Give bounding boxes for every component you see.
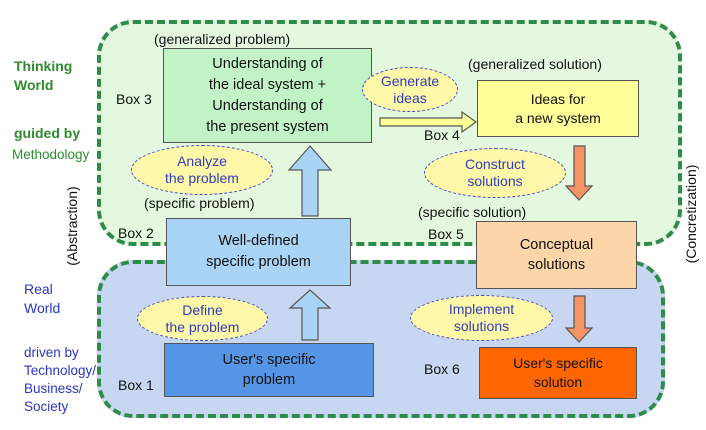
- box1-label: Box 1: [118, 377, 154, 393]
- generalized-problem-caption: (generalized problem): [154, 31, 291, 47]
- implement-solutions-text: Implement solutions: [448, 301, 515, 334]
- box2-well-defined-problem: Well-defined specific problem: [166, 218, 351, 286]
- define-problem-ellipse: Define the problem: [137, 296, 268, 341]
- down-arrow-implement: [564, 295, 594, 343]
- generalized-solution-caption: (generalized solution): [468, 56, 602, 72]
- thinking-world-label: Thinking World: [14, 58, 73, 93]
- box3-label: Box 3: [116, 91, 152, 107]
- box5-conceptual-solutions: Conceptual solutions: [476, 221, 637, 289]
- box6-label: Box 6: [424, 361, 460, 377]
- down-arrow-construct: [564, 145, 594, 201]
- box3-text: Understanding of the ideal system + Unde…: [206, 55, 329, 135]
- box4-text: Ideas for a new system: [515, 90, 601, 126]
- methodology-label: Methodology: [12, 147, 90, 162]
- abstraction-label: (Abstraction): [64, 186, 80, 266]
- driven-by-label: driven by Technology/ Business/ Society: [24, 345, 97, 414]
- implement-solutions-ellipse: Implement solutions: [410, 295, 553, 341]
- up-arrow-analyze: [287, 145, 333, 217]
- box2-label: Box 2: [118, 225, 154, 241]
- guided-by-label: guided by: [14, 125, 81, 141]
- construct-solutions-text: Construct solutions: [465, 156, 525, 189]
- analyze-problem-ellipse: Analyze the problem: [131, 145, 273, 195]
- analyze-problem-text: Analyze the problem: [165, 153, 239, 186]
- up-arrow-define: [288, 289, 332, 341]
- box2-text: Well-defined specific problem: [206, 233, 311, 270]
- concretization-label: (Concretization): [683, 164, 699, 264]
- define-problem-text: Define the problem: [165, 301, 240, 335]
- specific-solution-caption: (specific solution): [418, 204, 527, 220]
- specific-problem-caption: (specific problem): [144, 195, 255, 211]
- real-world-label: Real World: [24, 281, 61, 316]
- box3-understanding: Understanding of the ideal system + Unde…: [163, 48, 372, 143]
- box4-ideas: Ideas for a new system: [477, 80, 639, 137]
- box5-label: Box 5: [428, 226, 464, 242]
- generate-ideas-ellipse: Generate ideas: [362, 67, 458, 112]
- construct-solutions-ellipse: Construct solutions: [424, 148, 566, 198]
- box1-text: User's specific problem: [222, 352, 316, 388]
- box6-text: User's specific solution: [513, 355, 603, 390]
- generate-ideas-text: Generate ideas: [380, 72, 440, 106]
- box4-label: Box 4: [424, 127, 460, 143]
- right-arrow-generate: [379, 110, 478, 134]
- box6-users-solution: User's specific solution: [479, 347, 637, 399]
- box5-text: Conceptual solutions: [519, 237, 594, 273]
- box1-users-problem: User's specific problem: [164, 343, 374, 397]
